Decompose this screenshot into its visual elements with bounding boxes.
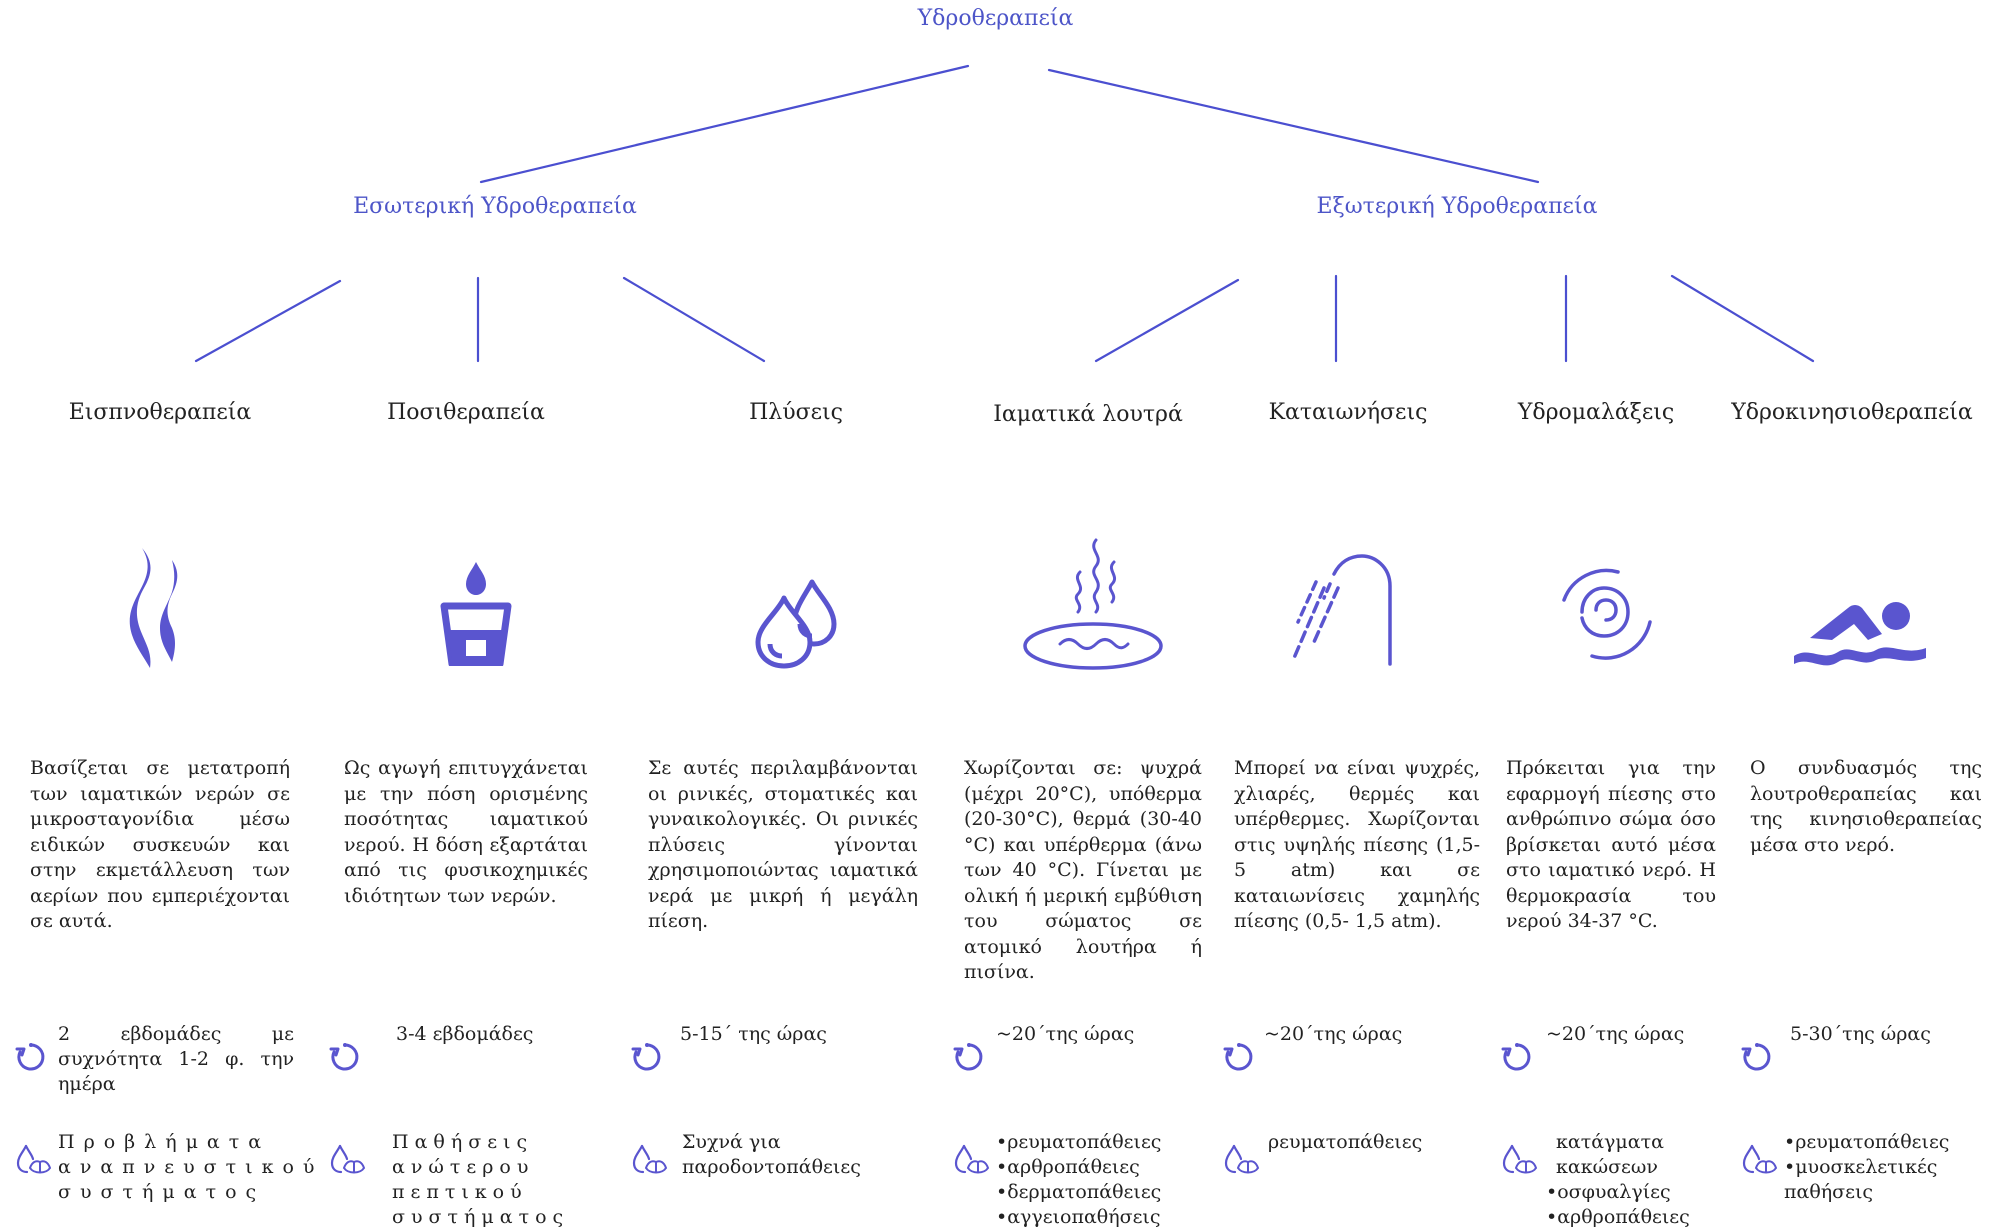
indication-item: •αρθροπάθειες — [1546, 1206, 1690, 1228]
steam-icon — [129, 548, 178, 668]
branch-title-internal: Εσωτερική Υδροθεραπεία — [353, 194, 637, 219]
duration-text: 5-30΄της ώρας — [1790, 1023, 1931, 1045]
category-title-kinesio: Υδροκινησιοθεραπεία — [1731, 400, 1973, 425]
indication-item: κατάγματα — [1556, 1131, 1664, 1153]
indication-item: •δερματοπάθειες — [996, 1181, 1162, 1203]
indication-item: •ρευματοπάθειες — [996, 1131, 1162, 1153]
indication-list: •ρευματοπάθειες •αρθροπάθειες •δερματοπά… — [996, 1130, 1202, 1230]
indication-item: Παθήσεις ανώτερου πεπτικού συστήματος — [392, 1131, 570, 1228]
drop-lotus-icon — [1502, 1144, 1538, 1174]
category-description-massage: Πρόκειται για την εφαρμογή πίεσης στο αν… — [1506, 757, 1716, 932]
category-description-showers: Μπορεί να είναι ψυχρές, χλιαρές, θερμές … — [1234, 757, 1480, 932]
indication-list: Προβλήματα αναπνευστικού συστήματος — [58, 1130, 324, 1205]
category-title-massage: Υδρομαλάξεις — [1517, 400, 1675, 425]
timer-icon — [1741, 1043, 1771, 1071]
timer-icon — [1501, 1043, 1531, 1071]
indication-item: Συχνά για παροδοντοπάθειες — [682, 1131, 861, 1178]
external-to-baths-line — [1094, 278, 1240, 363]
indication-list: ρευματοπάθειες — [1268, 1130, 1482, 1155]
branch-title-external: Εξωτερική Υδροθεραπεία — [1316, 194, 1598, 219]
timer-icon — [15, 1043, 45, 1071]
shower-icon — [1292, 554, 1392, 666]
category-title-showers: Καταιωνήσεις — [1268, 400, 1428, 425]
duration-text: ~20΄της ώρας — [996, 1023, 1135, 1045]
indication-item: •αγγειοπαθήσεις — [996, 1206, 1161, 1228]
category-title-inhalation: Εισπνοθεραπεία — [68, 400, 252, 425]
water-drops-icon — [755, 579, 837, 669]
root-to-external-line — [1047, 68, 1540, 184]
root-title: Υδροθεραπεία — [917, 6, 1074, 31]
water-pressure-icon — [1562, 568, 1652, 660]
timer-icon — [953, 1043, 983, 1071]
external-to-kinesio-line — [1670, 274, 1815, 363]
duration-text: 5-15΄ της ώρας — [680, 1023, 827, 1045]
category-description-inhalation: Βασίζεται σε μετατροπή των ιαματικών νερ… — [30, 757, 290, 932]
drop-lotus-icon — [330, 1144, 366, 1174]
drinking-glass-icon — [440, 562, 512, 666]
drop-lotus-icon — [1224, 1144, 1260, 1174]
swimmer-icon — [1794, 602, 1926, 666]
indication-list: Παθήσεις ανώτερου πεπτικού συστήματος — [392, 1130, 588, 1230]
category-description-drinking: Ως αγωγή επιτυγχάνεται με την πόση ορισμ… — [344, 757, 588, 907]
duration-text: ~20΄της ώρας — [1546, 1023, 1685, 1045]
indication-item: κακώσεων — [1556, 1156, 1658, 1178]
timer-icon — [1223, 1043, 1253, 1071]
category-title-baths: Ιαματικά λουτρά — [993, 402, 1183, 427]
category-description-kinesio: Ο συνδυασμός της λουτροθεραπείας και της… — [1750, 757, 1982, 856]
category-title-lavage: Πλύσεις — [749, 400, 843, 425]
drop-lotus-icon — [1742, 1144, 1778, 1174]
indication-item: Προβλήματα αναπνευστικού συστήματος — [58, 1131, 324, 1203]
duration-text: 2 εβδομάδες με συχνότητα 1-2 φ. την ημέρ… — [58, 1023, 294, 1095]
indication-item: •οσφυαλγίες — [1546, 1181, 1671, 1203]
indication-list: Συχνά για παροδοντοπάθειες — [682, 1130, 861, 1180]
internal-to-lavage-line — [622, 276, 766, 363]
drop-lotus-icon — [632, 1144, 668, 1174]
hot-bath-icon — [1023, 538, 1163, 670]
indication-item: •ρευματοπάθειες — [1784, 1131, 1950, 1153]
category-description-baths: Χωρίζονται σε: ψυχρά (μέχρι 20°C), υπόθε… — [964, 757, 1202, 983]
category-title-drinking: Ποσιθεραπεία — [387, 400, 545, 425]
indication-item: ρευματοπάθειες — [1268, 1131, 1423, 1153]
duration-text: ~20΄της ώρας — [1264, 1023, 1403, 1045]
indication-list: κατάγματα κακώσεων •οσφυαλγίες •αρθροπάθ… — [1546, 1130, 1750, 1230]
indication-list: •ρευματοπάθειες •μυοσκελετικές παθήσεις — [1784, 1130, 1980, 1205]
indication-item: •αρθροπάθειες — [996, 1156, 1140, 1178]
root-to-internal-line — [479, 64, 970, 184]
timer-icon — [329, 1043, 359, 1071]
drop-lotus-icon — [16, 1144, 52, 1174]
indication-item: •μυοσκελετικές παθήσεις — [1784, 1156, 1938, 1203]
drop-lotus-icon — [954, 1144, 990, 1174]
category-description-lavage: Σε αυτές περιλαμβάνονται οι ρινικές, στο… — [648, 757, 918, 932]
duration-text: 3-4 εβδομάδες — [396, 1023, 534, 1045]
timer-icon — [631, 1043, 661, 1071]
internal-to-inhalation-line — [194, 279, 342, 363]
